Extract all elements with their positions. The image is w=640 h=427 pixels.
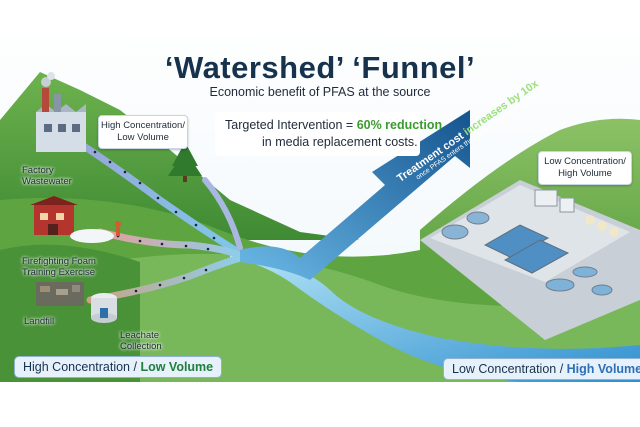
- callout-line-2: in media replacement costs.: [262, 135, 418, 149]
- badge-left-line-1: High Concentration/: [101, 120, 185, 131]
- label-factory-line-1: Factory: [22, 165, 54, 176]
- badge-right-line-2: High Volume: [558, 168, 612, 179]
- label-leachate-collection: Leachate Collection: [120, 330, 190, 352]
- page-title: ‘Watershed’ ‘Funnel’: [164, 50, 476, 85]
- footer-pill-left: High Concentration / Low Volume: [14, 356, 223, 378]
- footer-left-b: Low Volume: [140, 360, 214, 374]
- badge-low-concentration: Low Concentration/ High Volume: [538, 151, 632, 185]
- label-leachate-line-2: Collection: [120, 341, 162, 352]
- badge-high-concentration: High Concentration/ Low Volume: [98, 115, 188, 149]
- footer-left-sep: /: [130, 360, 141, 374]
- label-foam-line-1: Firefighting Foam: [22, 256, 96, 267]
- page-subtitle: Economic benefit of PFAS at the source: [209, 85, 431, 99]
- label-leachate-line-1: Leachate: [120, 330, 160, 341]
- footer-left-a: High Concentration: [23, 360, 131, 374]
- badge-right-line-1: Low Concentration/: [544, 156, 626, 167]
- label-landfill: Landfill: [24, 316, 84, 327]
- footer-right-a: Low Concentration: [452, 362, 557, 376]
- footer-right-sep: /: [556, 362, 567, 376]
- callout-line-1: Targeted Intervention = 60% reduction: [225, 118, 442, 132]
- footer-right-b: High Volume: [566, 362, 640, 376]
- label-factory-line-2: Wastewater: [22, 176, 72, 187]
- footer-pill-right: Low Concentration / High Volume: [443, 358, 640, 380]
- label-foam-line-2: Training Exercise: [22, 267, 96, 278]
- label-firefighting-foam: Firefighting Foam Training Exercise: [22, 256, 122, 278]
- label-landfill-line-1: Landfill: [24, 316, 55, 327]
- callout-box: [215, 112, 420, 156]
- label-factory-wastewater: Factory Wastewater: [22, 165, 102, 187]
- badge-left-line-2: Low Volume: [117, 132, 169, 143]
- callout-prefix: Targeted Intervention =: [225, 118, 357, 132]
- callout-highlight: 60% reduction: [356, 118, 443, 132]
